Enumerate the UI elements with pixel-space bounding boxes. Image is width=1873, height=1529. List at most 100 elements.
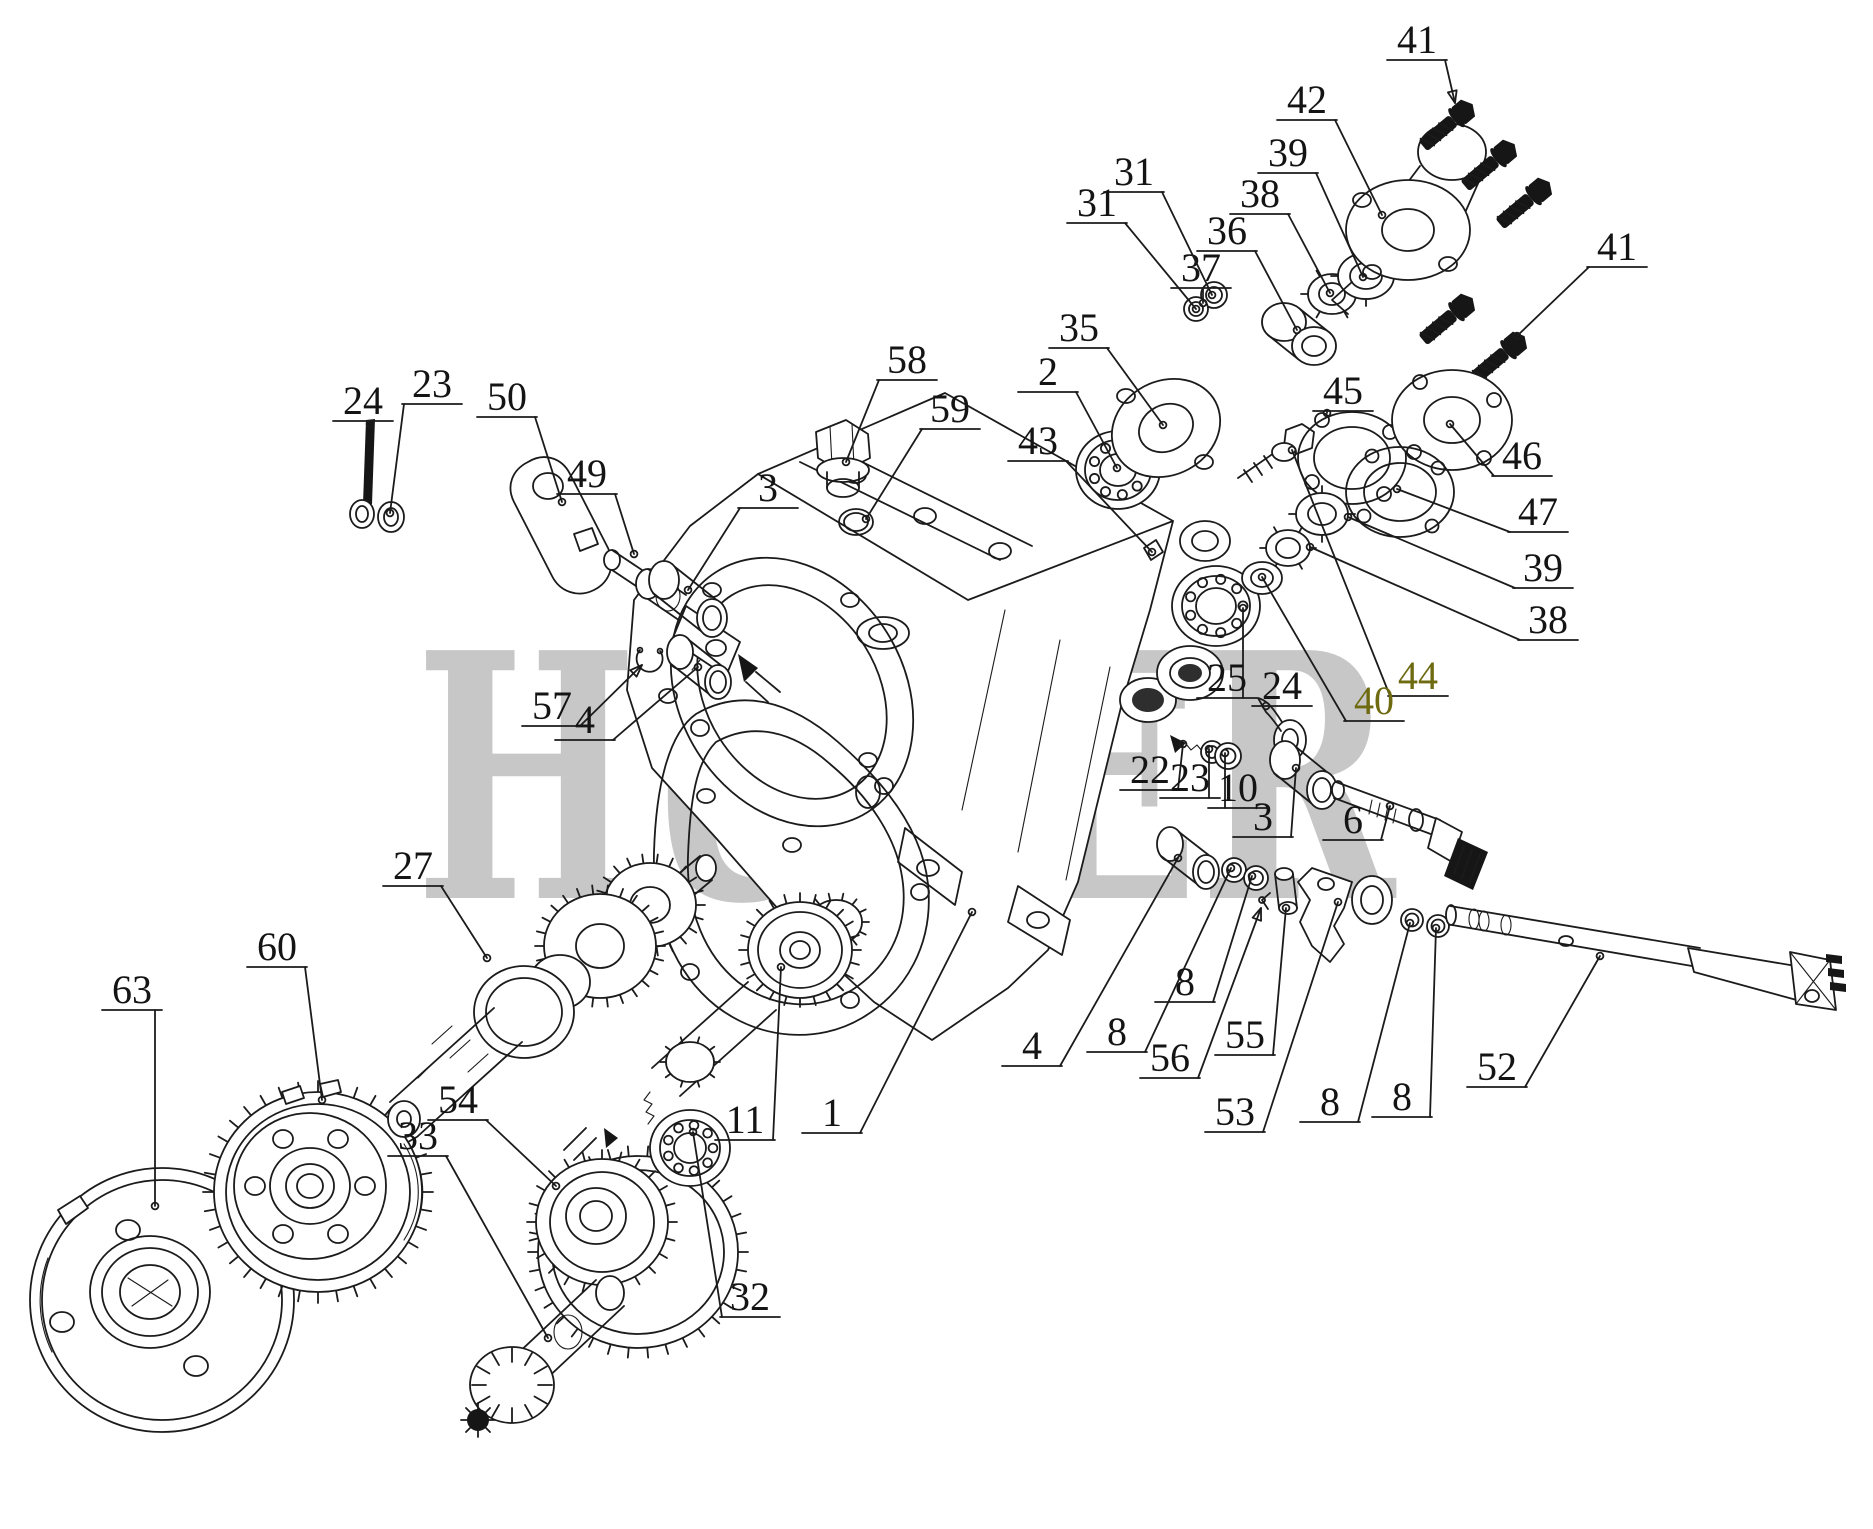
part-number-label: 45 — [1323, 368, 1363, 413]
callout-6-35: 6 — [1322, 797, 1395, 842]
leader-dot — [688, 1127, 698, 1137]
callout-8-49: 8 — [1299, 918, 1415, 1124]
callout-56-46: 56 — [1139, 907, 1262, 1080]
leader-dot — [1512, 331, 1522, 341]
leader-dot — [1405, 918, 1415, 928]
leader-line — [485, 1119, 557, 1187]
part-number-label: 38 — [1528, 597, 1568, 642]
kickstart-shaft — [563, 981, 777, 1161]
leader-dot — [317, 1095, 327, 1105]
leader-line — [1262, 901, 1339, 1133]
callout-41-12: 41 — [1512, 224, 1648, 341]
split-pin-56 — [1258, 892, 1271, 910]
part-number-label: 4 — [575, 697, 595, 742]
part-number-label: 41 — [1397, 17, 1437, 62]
leader-line — [1272, 907, 1287, 1056]
leader-dot — [683, 585, 693, 595]
callout-3-34: 3 — [1232, 763, 1301, 839]
callout-11-36: 11 — [714, 962, 786, 1142]
leader-dot — [1112, 463, 1122, 473]
leader-line — [687, 507, 741, 591]
leader-dot — [1238, 603, 1248, 613]
part-number-label: 22 — [1130, 747, 1170, 792]
pin-24 — [363, 419, 375, 504]
callout-35-8: 35 — [1048, 305, 1168, 430]
part-number-label: 52 — [1477, 1044, 1517, 1089]
callout-58-24: 58 — [841, 337, 938, 467]
part-number-label: 50 — [487, 374, 527, 419]
leader-dot — [1322, 408, 1332, 418]
leader-dot — [1445, 419, 1455, 429]
leader-dot — [482, 953, 492, 963]
leader-dot — [543, 1333, 553, 1343]
leader-dot — [1204, 744, 1214, 754]
leader-line — [1334, 119, 1383, 216]
leader-dot — [1191, 304, 1201, 314]
callout-46-13: 46 — [1445, 419, 1553, 478]
gasket-45 — [1297, 411, 1407, 505]
washers-23 — [349, 499, 405, 533]
part-number-label: 25 — [1207, 655, 1247, 700]
leader-line — [1261, 576, 1347, 722]
part-number-label: 59 — [930, 386, 970, 431]
callout-43-10: 43 — [1007, 418, 1157, 557]
side-cover-46 — [1391, 369, 1513, 471]
part-number-label: 57 — [532, 683, 572, 728]
leader-line — [1144, 867, 1232, 1053]
leader-dot — [1178, 739, 1188, 749]
part-number-label: 38 — [1240, 171, 1280, 216]
callout-38-3: 38 — [1229, 171, 1335, 298]
bushing-4-right — [1156, 826, 1220, 890]
leader-line — [772, 966, 782, 1141]
callout-45-11: 45 — [1312, 368, 1374, 418]
leader-line — [1357, 922, 1411, 1123]
leader-line — [1309, 546, 1521, 641]
part-number-label: 8 — [1107, 1009, 1127, 1054]
leader-line — [1396, 488, 1511, 533]
callout-59-25: 59 — [861, 386, 981, 524]
leader-line — [1059, 857, 1179, 1067]
part-number-label: 36 — [1207, 208, 1247, 253]
part-number-label: 8 — [1320, 1079, 1340, 1124]
thrust-washer — [1179, 520, 1231, 562]
leader-line — [1315, 172, 1364, 278]
oil-filler-plug-58 — [815, 419, 871, 498]
gasket-47 — [1345, 446, 1455, 538]
leader-line — [845, 379, 880, 463]
bevel-pinion-shaft-33 — [460, 1275, 625, 1438]
leader-dot — [1257, 572, 1267, 582]
part-number-label: 58 — [887, 337, 927, 382]
leader-dot — [551, 1181, 561, 1191]
leader-dot — [841, 457, 851, 467]
callout-53-48: 53 — [1204, 897, 1343, 1134]
leader-line — [865, 428, 923, 520]
callout-2-9: 2 — [1017, 349, 1122, 473]
callout-40-18: 40 — [1257, 572, 1405, 723]
callout-24-19: 24 — [332, 378, 394, 429]
leader-line — [1380, 805, 1391, 841]
leader-arrowhead — [1447, 89, 1458, 104]
part-number-label: 54 — [438, 1077, 478, 1122]
leader-line — [534, 416, 563, 503]
leader-line — [440, 885, 488, 959]
leader-dot — [1377, 210, 1387, 220]
cover-gasket — [653, 699, 930, 1036]
part-number-label: 31 — [1114, 149, 1154, 194]
part-number-label: 8 — [1175, 959, 1195, 1004]
leader-dot — [1287, 445, 1297, 455]
stud-44 — [1237, 423, 1315, 483]
leader-dot — [967, 907, 977, 917]
leader-dot — [1158, 420, 1168, 430]
leader-dot — [1173, 853, 1183, 863]
leader-line — [1065, 460, 1153, 553]
leader-dot — [1325, 288, 1335, 298]
housing-boss — [856, 616, 910, 650]
leader-arrowhead — [1251, 907, 1262, 922]
part-number-label: 40 — [1354, 678, 1394, 723]
leader-line — [1197, 907, 1262, 1079]
leader-dot — [557, 497, 567, 507]
leader-line — [1177, 743, 1184, 791]
